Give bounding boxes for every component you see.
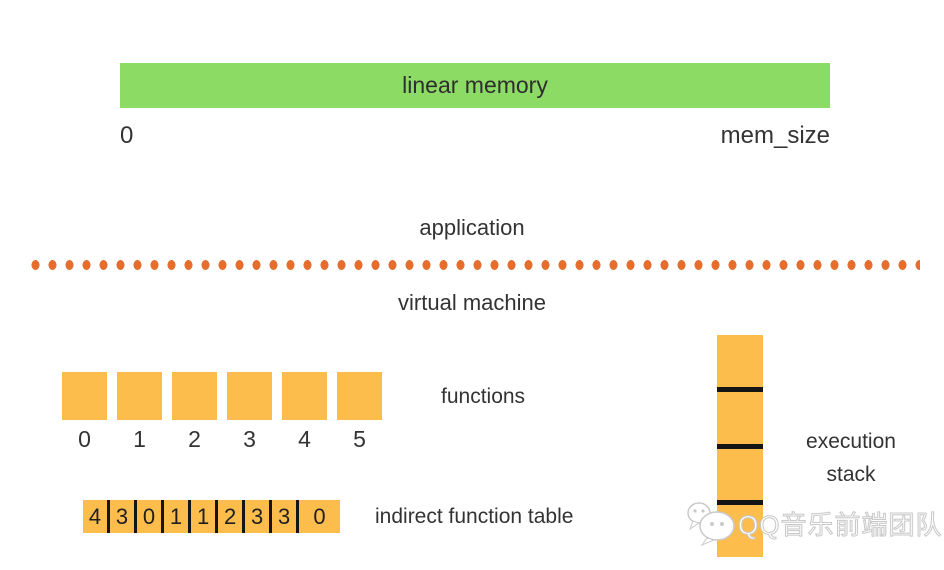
function-slot: 3 (227, 372, 272, 452)
memory-range-labels: 0 mem_size (120, 122, 830, 150)
functions-label: functions (441, 385, 526, 408)
watermark: QQ音乐前端团队 (686, 500, 943, 547)
indirect-table-cell: 1 (161, 500, 188, 533)
function-slot: 5 (337, 372, 382, 452)
indirect-table-cell: 2 (215, 500, 242, 533)
stack-segment (717, 335, 763, 387)
indirect-table-label: indirect function table (375, 505, 574, 528)
function-slot: 4 (282, 372, 327, 452)
function-slot: 2 (172, 372, 217, 452)
linear-memory-bar: linear memory (120, 63, 830, 108)
function-index-label: 0 (78, 426, 91, 452)
execution-stack-label: execution stack (791, 425, 911, 491)
function-index-label: 3 (243, 426, 256, 452)
indirect-table-cell: 4 (88, 503, 102, 529)
indirect-function-table: 4 3 0 1 1 2 3 3 0 (83, 500, 340, 533)
execution-stack-label-line1: execution (806, 430, 896, 453)
indirect-table-cell: 1 (188, 500, 215, 533)
execution-stack-label-line2: stack (826, 463, 876, 486)
function-square (282, 372, 327, 420)
function-index-label: 5 (353, 426, 366, 452)
function-slot: 0 (62, 372, 107, 452)
wechat-icon (686, 500, 738, 547)
watermark-text: QQ音乐前端团队 (737, 509, 943, 540)
indirect-table-cell: 3 (107, 500, 134, 533)
function-index-label: 4 (298, 426, 311, 452)
function-square (172, 372, 217, 420)
function-square (227, 372, 272, 420)
memory-end-label: mem_size (720, 122, 830, 149)
function-index-label: 1 (133, 426, 146, 452)
layer-boundary-dotted-line (27, 259, 920, 271)
stack-segment (717, 443, 763, 501)
functions-array: 0 1 2 3 4 5 (62, 372, 382, 452)
indirect-table-cell: 0 (296, 500, 340, 533)
application-label: application (419, 215, 525, 240)
indirect-table-cell: 0 (134, 500, 161, 533)
linear-memory-label: linear memory (402, 72, 548, 98)
virtual-machine-label: virtual machine (398, 290, 546, 315)
indirect-table-cell: 3 (269, 500, 296, 533)
indirect-table-cell: 3 (242, 500, 269, 533)
function-index-label: 2 (188, 426, 201, 452)
stack-segment (717, 386, 763, 444)
function-slot: 1 (117, 372, 162, 452)
function-square (62, 372, 107, 420)
function-square (117, 372, 162, 420)
memory-start-label: 0 (120, 122, 134, 149)
function-square (337, 372, 382, 420)
